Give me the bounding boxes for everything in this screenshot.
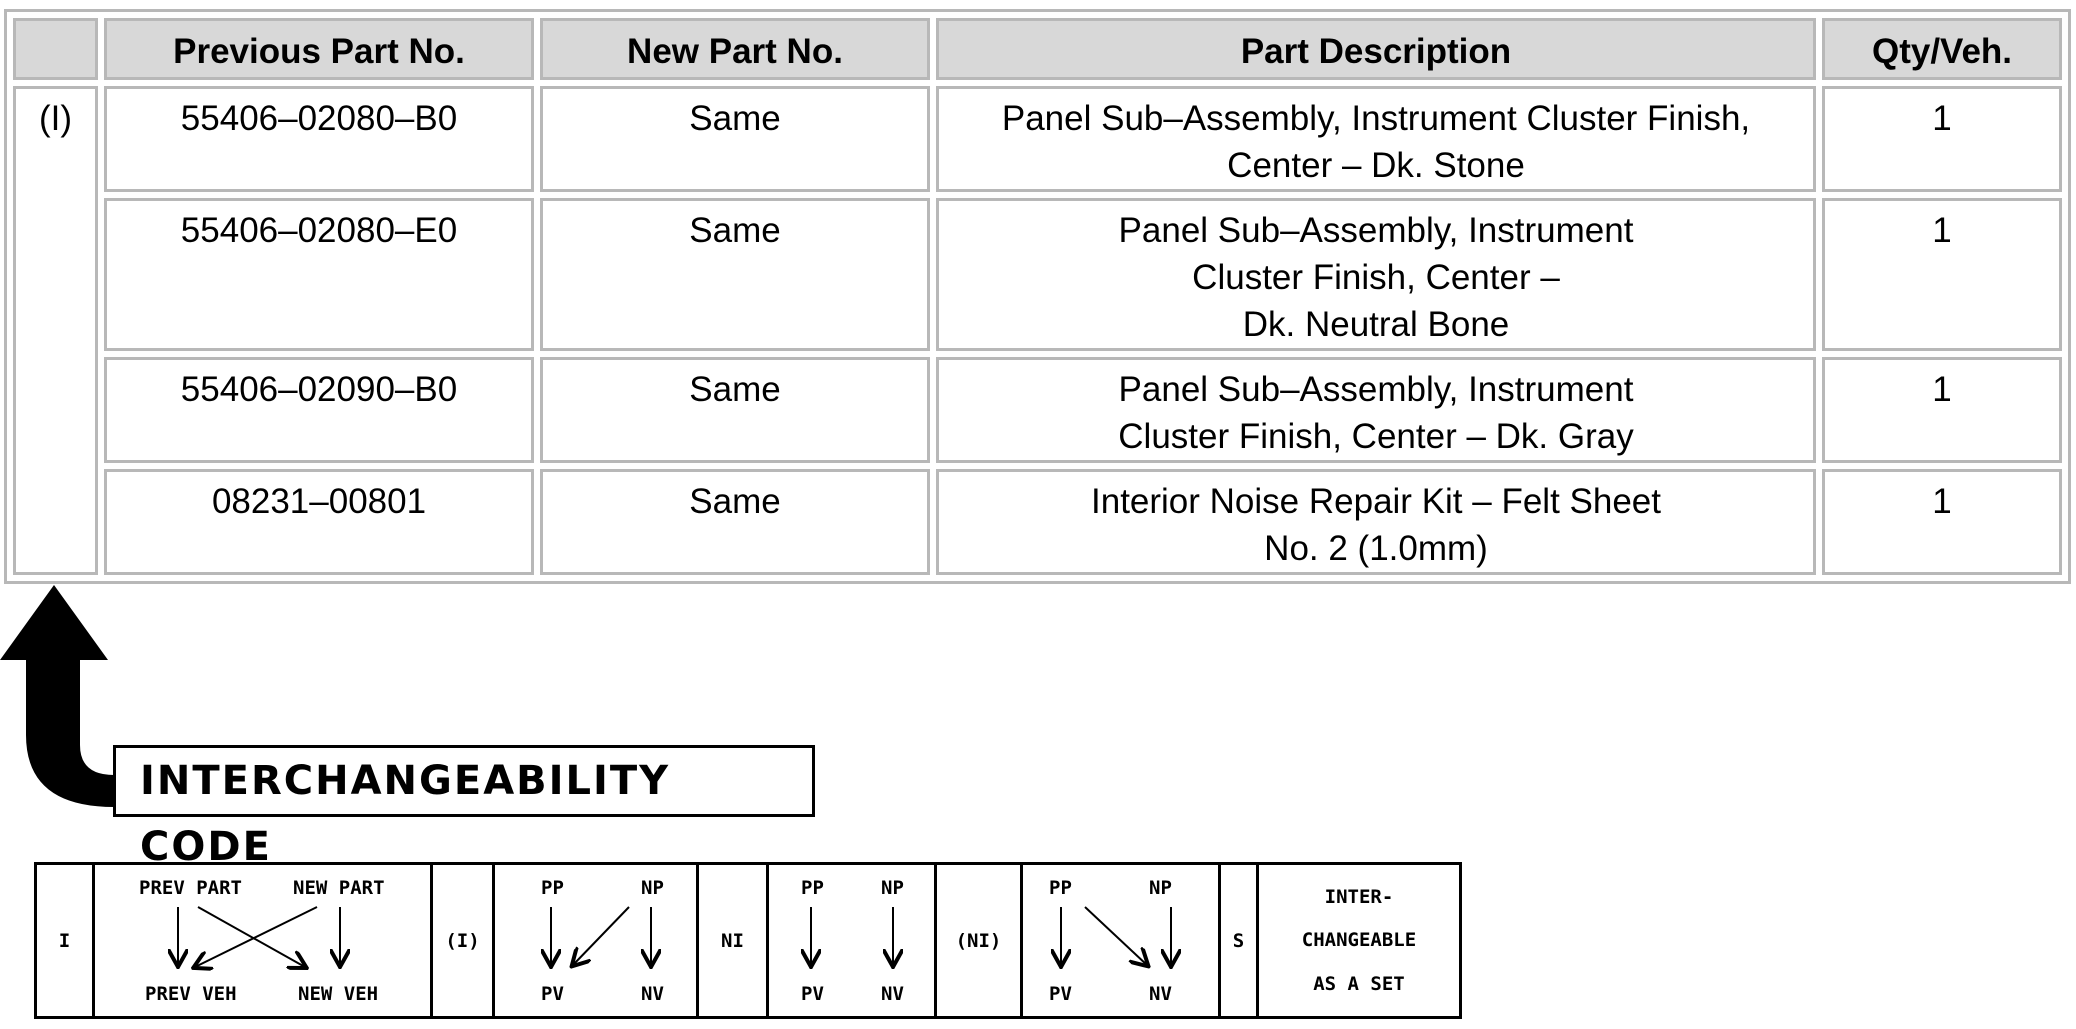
header-previous-part-no: Previous Part No. [104, 18, 534, 80]
legend-code-i-paren: (I) [433, 865, 495, 1016]
part-description: Panel Sub–Assembly, Instrument Cluster F… [936, 86, 1816, 192]
qty-veh: 1 [1822, 198, 2062, 351]
table-row: 55406–02090–B0 Same Panel Sub–Assembly, … [13, 357, 2062, 463]
legend-label: NP [641, 877, 664, 899]
legend-label: NP [1149, 877, 1172, 899]
one-way-arrows-icon [495, 906, 699, 1017]
qty-veh: 1 [1822, 86, 2062, 192]
previous-part-no: 08231–00801 [104, 469, 534, 575]
new-part-no: Same [540, 86, 930, 192]
qty-veh: 1 [1822, 357, 2062, 463]
legend-label: CHANGEABLE [1301, 929, 1417, 952]
legend-code-ni: NI [699, 865, 769, 1016]
previous-part-no: 55406–02080–B0 [104, 86, 534, 192]
header-new-part-no: New Part No. [540, 18, 930, 80]
qty-veh: 1 [1822, 469, 2062, 575]
interchangeability-code-cell: (I) [13, 86, 98, 575]
legend-label: AS A SET [1313, 973, 1405, 996]
forward-arrows-icon [1023, 906, 1221, 1017]
legend-label: PP [541, 877, 564, 899]
parts-table: Previous Part No. New Part No. Part Desc… [4, 9, 2071, 584]
header-part-description: Part Description [936, 18, 1816, 80]
legend-label: NEW VEH [298, 983, 379, 1005]
legend-label: NV [1149, 983, 1172, 1005]
legend-label: INTER- [1324, 885, 1394, 908]
legend-label: PP [1049, 877, 1072, 899]
legend-label: PV [801, 983, 824, 1005]
legend-code-i: I [37, 865, 95, 1016]
part-description: Panel Sub–Assembly, Instrument Cluster F… [936, 198, 1816, 351]
new-part-no: Same [540, 469, 930, 575]
table-row: (I) 55406–02080–B0 Same Panel Sub–Assemb… [13, 86, 2062, 575]
cross-arrows-icon [95, 906, 433, 1017]
legend-code-s: S [1221, 865, 1259, 1016]
legend-label: NP [881, 877, 904, 899]
legend-diagram-i: PREV PART NEW PART PREV VEH NEW VEH [95, 865, 433, 1016]
part-description: Panel Sub–Assembly, Instrument Cluster F… [936, 357, 1816, 463]
legend-label: PREV PART [139, 877, 242, 899]
previous-part-no: 55406–02090–B0 [104, 357, 534, 463]
parallel-arrows-icon [769, 907, 937, 1017]
previous-part-no: 55406–02080–E0 [104, 198, 534, 351]
legend-label: NV [881, 983, 904, 1005]
legend-label: PP [801, 877, 824, 899]
up-arrow-icon [0, 585, 114, 807]
interchangeability-legend: I PREV PART NEW PART PREV VEH NEW VEH (I… [34, 862, 1462, 1019]
table-row: 08231–00801 Same Interior Noise Repair K… [13, 469, 2062, 575]
header-qty-veh: Qty/Veh. [1822, 18, 2062, 80]
legend-label: NEW PART [293, 877, 385, 899]
interchangeability-code-label: INTERCHANGEABILITY CODE [113, 745, 815, 870]
header-code [13, 18, 98, 80]
new-part-no: Same [540, 357, 930, 463]
legend-label: NV [641, 983, 664, 1005]
new-part-no: Same [540, 198, 930, 351]
legend-label: PREV VEH [145, 983, 237, 1005]
legend-label: PV [541, 983, 564, 1005]
legend-diagram-ni-paren: PP NP PV NV [1023, 865, 1221, 1016]
part-description: Interior Noise Repair Kit – Felt Sheet N… [936, 469, 1816, 575]
legend-diagram-i-paren: PP NP PV NV [495, 865, 699, 1016]
legend-diagram-ni: PP NP PV NV [769, 865, 937, 1016]
legend-label: PV [1049, 983, 1072, 1005]
legend-s-description: INTER- CHANGEABLE AS A SET [1259, 865, 1459, 1016]
table-header-row: Previous Part No. New Part No. Part Desc… [13, 18, 2062, 80]
legend-code-ni-paren: (NI) [937, 865, 1023, 1016]
table-row: 55406–02080–E0 Same Panel Sub–Assembly, … [13, 198, 2062, 351]
